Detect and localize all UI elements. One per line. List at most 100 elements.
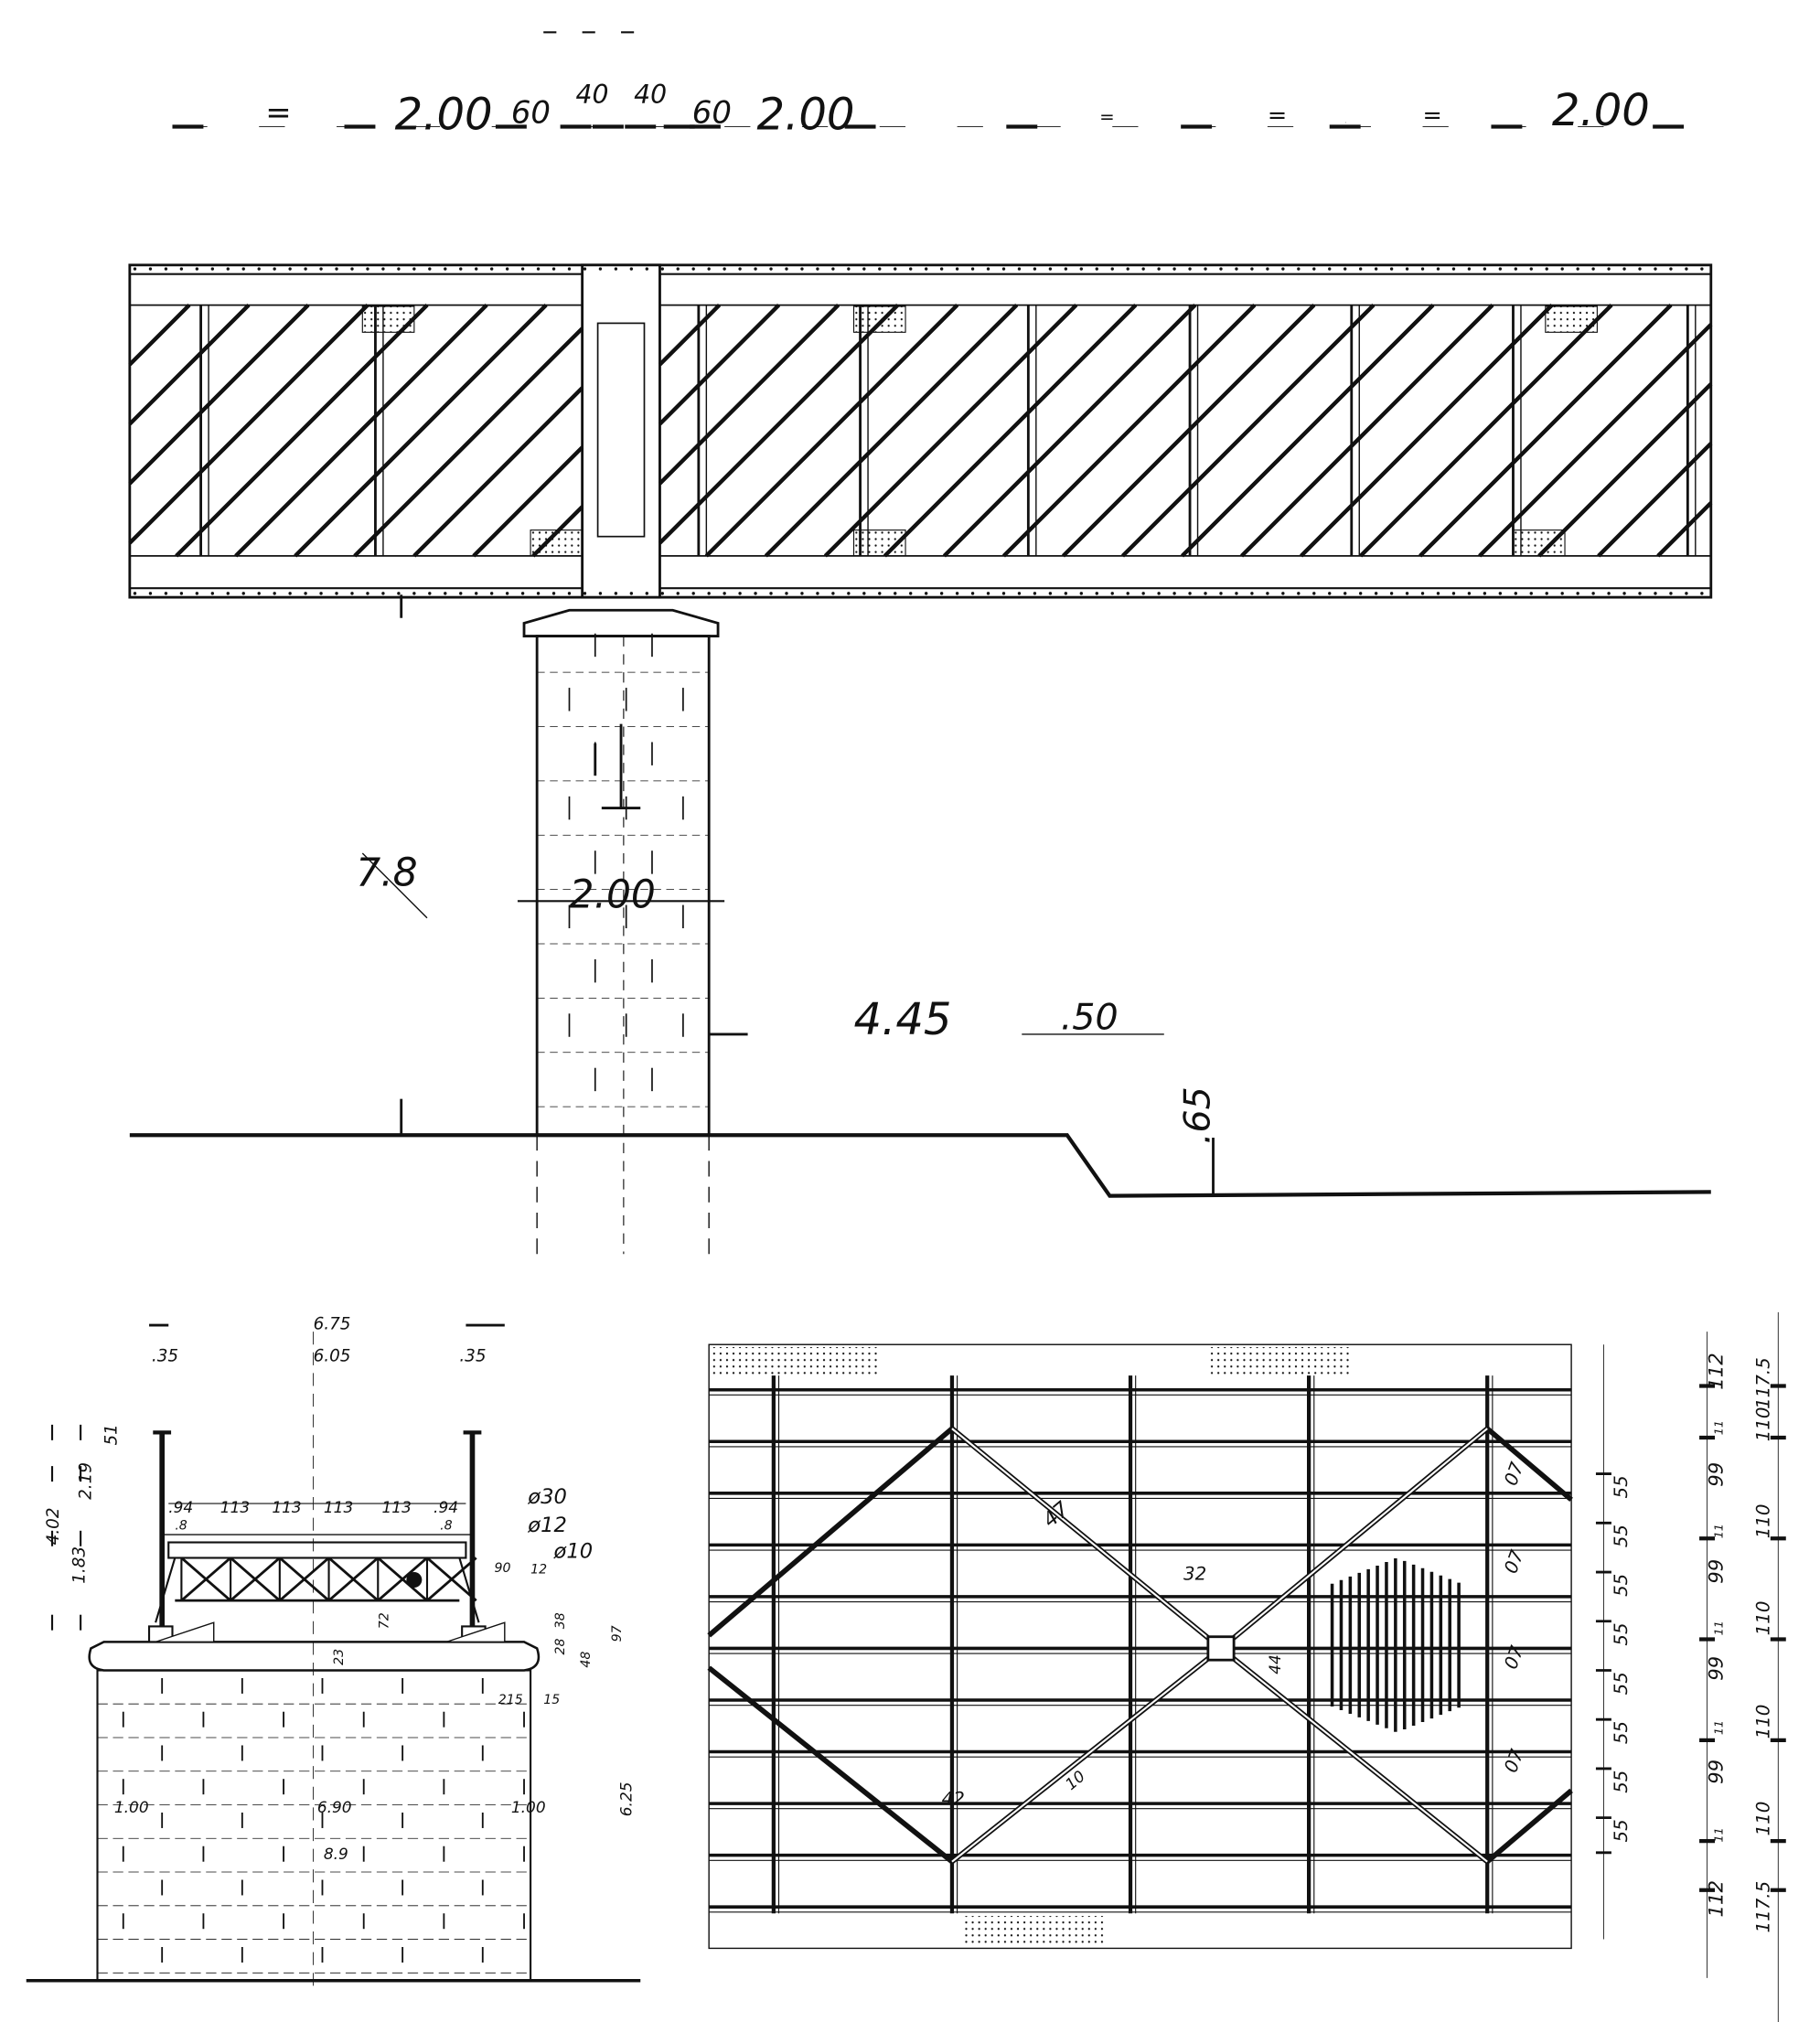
rivet xyxy=(1374,592,1378,595)
rivet xyxy=(551,267,556,271)
right-dim-label: 112 xyxy=(1704,1353,1727,1389)
rivet xyxy=(536,267,541,271)
rivet xyxy=(1358,592,1363,595)
rivet xyxy=(148,592,153,595)
rivet xyxy=(1172,267,1176,271)
right-dim-label: 99 xyxy=(1704,1760,1727,1784)
label-node: 44 xyxy=(1266,1654,1284,1674)
lattice-diagonal xyxy=(658,304,781,426)
label-right-mark: 07 xyxy=(1500,1547,1527,1577)
rivet xyxy=(366,592,369,595)
rivet xyxy=(1576,267,1579,271)
rivet xyxy=(1297,592,1301,595)
pier-elevation xyxy=(517,608,725,1255)
rivet xyxy=(226,267,230,271)
rivet xyxy=(1638,592,1642,595)
rivet xyxy=(1514,267,1518,271)
rivet xyxy=(614,592,618,595)
rivet xyxy=(1654,592,1657,595)
rivet xyxy=(1420,267,1425,271)
rivet xyxy=(412,267,416,271)
rivet xyxy=(520,267,525,271)
rivet xyxy=(195,267,199,271)
label-span-a: 4.45 xyxy=(854,994,952,1045)
label-height: 4.02 xyxy=(44,1507,63,1545)
rivet xyxy=(1607,592,1611,595)
rivet xyxy=(1235,592,1238,595)
label-pier-dim: 1.00 xyxy=(114,1798,149,1816)
lattice-diagonal xyxy=(128,304,191,367)
rivet xyxy=(475,267,478,271)
bolt-detail xyxy=(406,1572,423,1589)
lattice-diagonal xyxy=(1300,304,1554,558)
lattice-diagonal xyxy=(658,304,900,545)
label-side-dim: 97 xyxy=(610,1625,625,1642)
rivet xyxy=(1576,592,1579,595)
right-dim-label: 11 xyxy=(1711,1827,1725,1842)
rivet xyxy=(1266,592,1269,595)
rivet xyxy=(1250,267,1254,271)
rivet xyxy=(273,592,276,595)
rivet xyxy=(350,267,354,271)
lattice-diagonal xyxy=(412,386,584,558)
label-side-dim: 90 xyxy=(495,1561,511,1576)
rivet xyxy=(1467,592,1472,595)
rivet xyxy=(350,592,354,595)
section-brace xyxy=(180,1557,232,1602)
rivet xyxy=(133,267,137,271)
rivet xyxy=(1079,592,1084,595)
rivet xyxy=(955,267,959,271)
rivet xyxy=(909,592,913,595)
rivet xyxy=(1405,267,1409,271)
top-dimension-label: 60 xyxy=(692,94,732,130)
rivet xyxy=(1451,267,1456,271)
label-panel-dim: .94 xyxy=(434,1498,458,1516)
rivet xyxy=(769,592,773,595)
rivet xyxy=(1529,267,1533,271)
rivet xyxy=(257,592,261,595)
rivet xyxy=(598,267,603,271)
lattice-diagonal xyxy=(658,304,840,486)
lattice-diagonal xyxy=(1181,304,1435,558)
rivet xyxy=(133,592,137,595)
rivet xyxy=(1312,267,1316,271)
rivet xyxy=(970,267,975,271)
rivet xyxy=(1654,267,1657,271)
top-dimension-label: = xyxy=(1099,106,1115,127)
rivet xyxy=(723,592,726,595)
lattice-diagonal xyxy=(472,445,584,558)
rivet xyxy=(1204,267,1207,271)
rivet xyxy=(195,592,199,595)
rivet xyxy=(1188,592,1192,595)
rivet xyxy=(148,267,153,271)
label-diameter: ø10 xyxy=(553,1539,594,1563)
rivet xyxy=(1389,592,1394,595)
gusset-plate xyxy=(530,530,583,557)
rivet xyxy=(816,592,819,595)
label-left-edge: .35 xyxy=(152,1347,178,1366)
rivet xyxy=(970,592,975,595)
rivet xyxy=(319,592,323,595)
rivet xyxy=(955,592,959,595)
rivet xyxy=(567,592,572,595)
rivet xyxy=(878,267,882,271)
label-pier-dim: 8.9 xyxy=(324,1845,348,1863)
rivet xyxy=(1048,592,1053,595)
rivet xyxy=(894,592,897,595)
top-dimension-label: 2.00 xyxy=(395,89,493,140)
bearing-wedge xyxy=(445,1621,506,1643)
label-panel-dim: .94 xyxy=(168,1498,193,1516)
gusset-plate xyxy=(852,305,906,333)
lattice-diagonal xyxy=(175,304,429,558)
label-height: 7.8 xyxy=(356,851,417,895)
top-dimension-label: 2.00 xyxy=(756,89,854,140)
rivet xyxy=(1374,267,1378,271)
rivet xyxy=(304,592,307,595)
label-pier-dim: 6.25 xyxy=(616,1781,635,1816)
right-dim-label: 11 xyxy=(1711,1420,1725,1435)
label-right-mark: 07 xyxy=(1500,1460,1527,1489)
label-pier-width: 2.00 xyxy=(569,872,655,917)
top-dimension-line xyxy=(181,31,1708,127)
rivet xyxy=(459,592,463,595)
